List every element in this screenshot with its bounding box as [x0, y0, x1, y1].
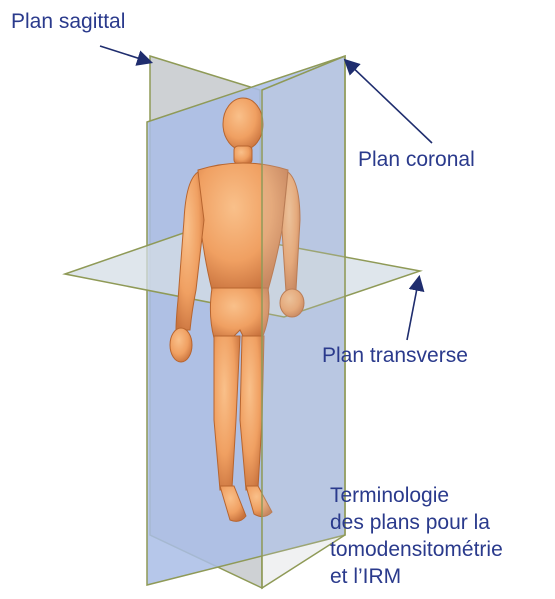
label-plan-transverse: Plan transverse	[322, 344, 468, 368]
arrow-sagittal	[100, 46, 150, 62]
label-plan-sagittal: Plan sagittal	[11, 10, 125, 34]
caption-line: des plans pour la	[330, 509, 503, 536]
label-plan-coronal: Plan coronal	[358, 148, 475, 172]
caption-line: et l’IRM	[330, 563, 503, 590]
arrow-transverse	[407, 278, 419, 340]
caption-line: Terminologie	[330, 482, 503, 509]
arrow-coronal	[346, 61, 432, 143]
caption-line: tomodensitométrie	[330, 536, 503, 563]
caption: Terminologie des plans pour la tomodensi…	[330, 482, 503, 590]
